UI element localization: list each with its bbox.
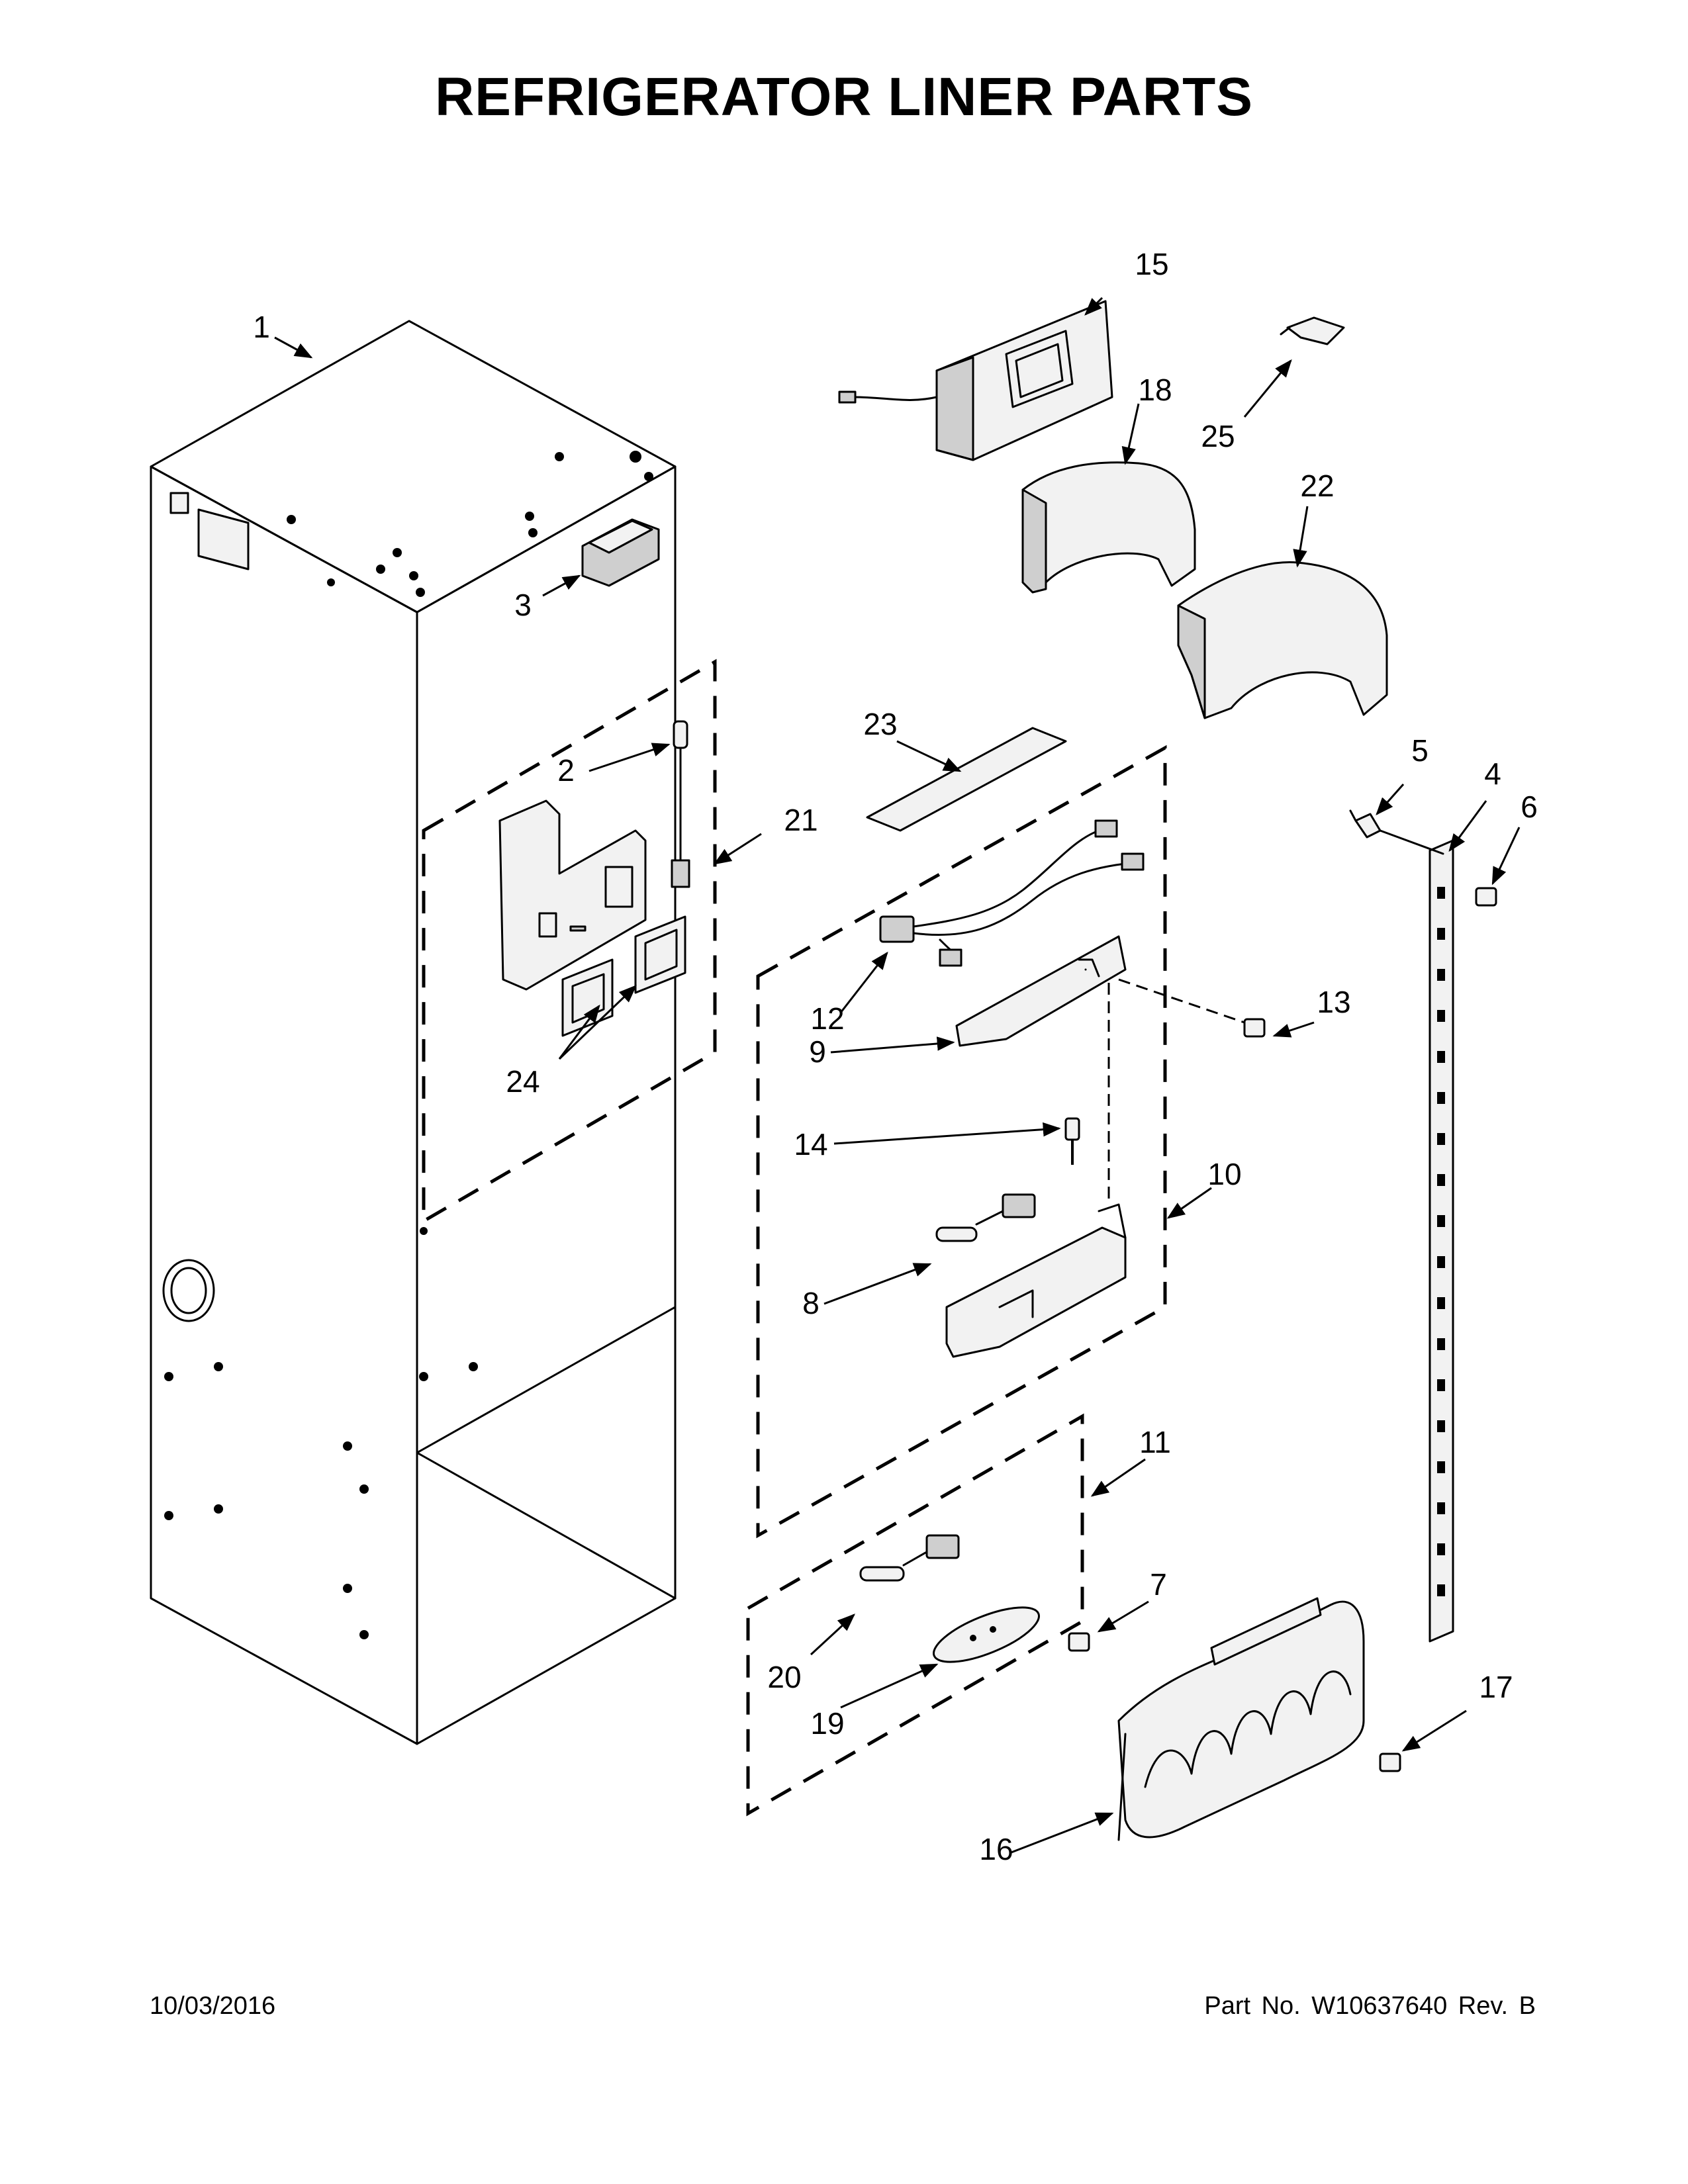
callout-13: 13: [1317, 985, 1350, 1019]
callout-17: 17: [1479, 1670, 1513, 1704]
callout-11: 11: [1139, 1425, 1171, 1459]
callout-24: 24: [506, 1064, 539, 1099]
callout-14: 14: [794, 1127, 827, 1161]
callout-16: 16: [979, 1832, 1013, 1866]
heater-16: [1117, 1597, 1365, 1841]
wire-harness-12: [879, 819, 1145, 967]
screws-13-14: [1064, 968, 1266, 1205]
callout-18: 18: [1138, 373, 1172, 407]
group-21-outline: [422, 659, 717, 1224]
control-cover-9: [955, 935, 1127, 1047]
callout-23: 23: [863, 707, 897, 741]
callout-4: 4: [1484, 756, 1501, 791]
footer-date: 10/03/2016: [150, 1992, 276, 2020]
rail-slot: [1437, 1502, 1445, 1514]
cover-22: [1177, 561, 1388, 719]
callout-10: 10: [1207, 1157, 1241, 1191]
rail-slot: [1437, 928, 1445, 940]
callout-12: 12: [810, 1001, 844, 1036]
callout-5: 5: [1411, 733, 1429, 768]
clip-part-25: [1280, 316, 1345, 345]
control-housing-21: [498, 799, 647, 991]
callout-25: 25: [1201, 419, 1235, 453]
rail-slot: [1437, 1420, 1445, 1432]
sensor-20: [859, 1534, 960, 1582]
callout-1: 1: [253, 310, 270, 344]
callout-19: 19: [810, 1706, 844, 1741]
callout-2: 2: [557, 753, 575, 788]
rail-slot: [1437, 1461, 1445, 1473]
screw-6: [1475, 887, 1497, 907]
callout-9: 9: [809, 1034, 826, 1069]
rail-slot: [1437, 1010, 1445, 1022]
rail-slot: [1437, 1584, 1445, 1596]
callout-20: 20: [767, 1660, 801, 1694]
thermistor-8: [935, 1193, 1036, 1242]
foam-strip-23: [866, 727, 1067, 832]
group-10-outline: [756, 745, 1167, 1539]
rail-slot: [1437, 1051, 1445, 1063]
callout-7: 7: [1150, 1567, 1167, 1602]
rail-slot: [1437, 1256, 1445, 1268]
group-11-outline: [746, 1413, 1084, 1817]
clip-5: [1349, 809, 1444, 855]
housing-10: [945, 1203, 1127, 1358]
light-module-15: [838, 300, 1113, 461]
rail-slot: [1437, 887, 1445, 899]
rail-slot: [1437, 1297, 1445, 1309]
screw-7: [1068, 1632, 1090, 1652]
callout-15: 15: [1135, 247, 1168, 281]
rail-slot: [1437, 1338, 1445, 1350]
callout-3: 3: [514, 588, 532, 622]
callout-8: 8: [802, 1286, 820, 1320]
rail-slot: [1437, 1174, 1445, 1186]
callout-6: 6: [1521, 790, 1538, 824]
switch-part-3: [581, 518, 660, 587]
liner-cabinet: [150, 320, 677, 1745]
rail-slot: [1437, 1543, 1445, 1555]
callout-21: 21: [784, 803, 818, 837]
rail-slot: [1437, 969, 1445, 981]
connector-part-2: [671, 720, 690, 888]
sensor-cover-19: [932, 1606, 1041, 1663]
rail-slot: [1437, 1092, 1445, 1104]
footer-part-number: Part No. W10637640 Rev. B: [1204, 1992, 1536, 2020]
rail-4: [1429, 839, 1454, 1643]
rail-slot: [1437, 1215, 1445, 1227]
cover-18: [1021, 461, 1196, 594]
callout-22: 22: [1300, 469, 1334, 503]
page-title: REFRIGERATOR LINER PARTS: [435, 67, 1253, 127]
rail-slot: [1437, 1379, 1445, 1391]
screw-17: [1379, 1752, 1401, 1772]
leader-lines: [274, 296, 1521, 1854]
rail-slot: [1437, 1133, 1445, 1145]
